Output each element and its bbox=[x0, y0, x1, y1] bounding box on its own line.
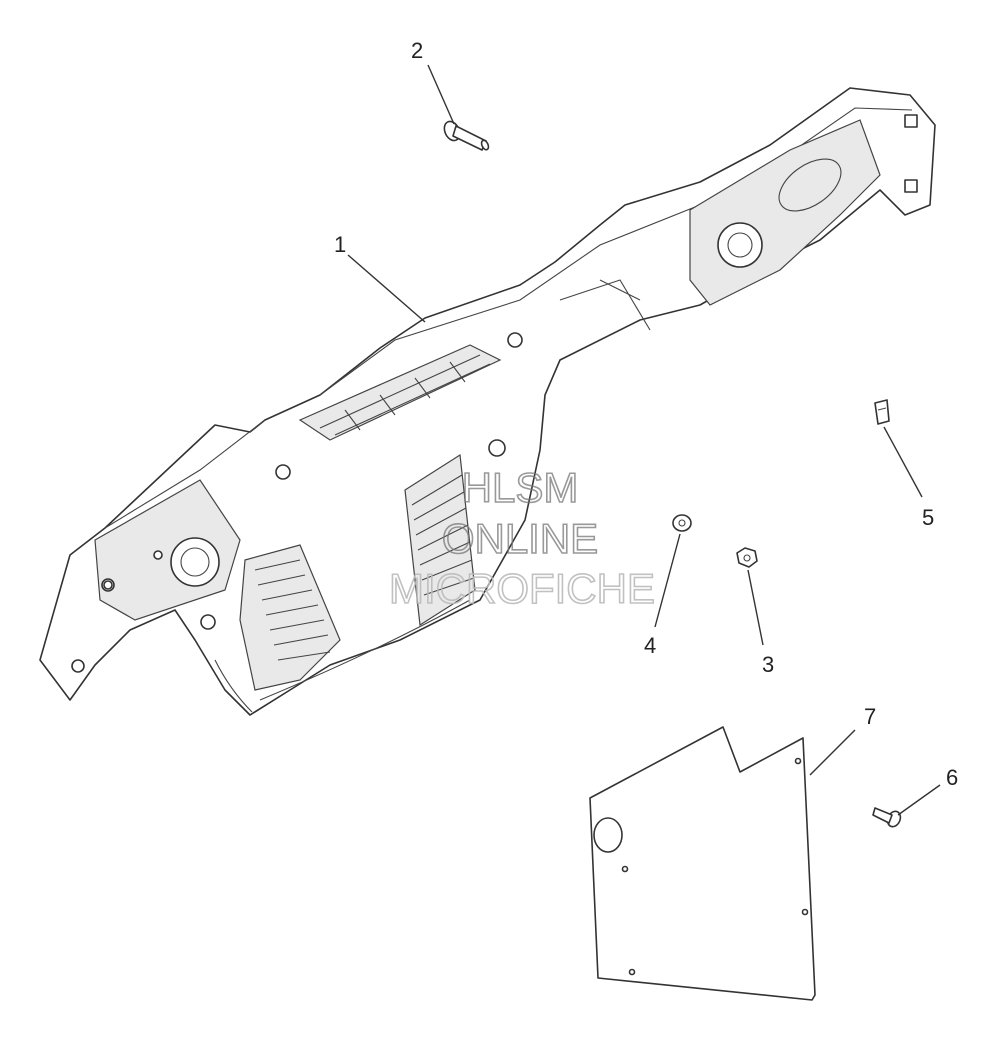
callout-2: 2 bbox=[411, 38, 423, 63]
watermark-line-3: MICROFICHE bbox=[389, 565, 655, 612]
leader-lines bbox=[347, 64, 941, 816]
leader-3 bbox=[747, 569, 764, 646]
callout-6: 6 bbox=[946, 765, 958, 790]
leader-6 bbox=[897, 784, 941, 816]
callouts: 1 2 3 4 5 6 7 bbox=[334, 38, 958, 790]
part-1-main-housing bbox=[39, 87, 936, 716]
part-7-cover-panel bbox=[589, 726, 816, 1001]
part-4-washer bbox=[672, 514, 692, 532]
part-2-bolt bbox=[443, 120, 490, 151]
part-6-screw bbox=[872, 807, 902, 828]
callout-3: 3 bbox=[762, 652, 774, 677]
watermark-line-1: HLSM bbox=[462, 464, 579, 511]
leader-2 bbox=[427, 64, 455, 125]
leader-4 bbox=[654, 533, 681, 628]
watermark: HLSM ONLINE MICROFICHE bbox=[388, 463, 656, 613]
callout-7: 7 bbox=[864, 704, 876, 729]
callout-1: 1 bbox=[334, 232, 346, 257]
leader-7 bbox=[809, 729, 856, 776]
callout-4: 4 bbox=[644, 633, 656, 658]
watermark-line-2: ONLINE bbox=[442, 515, 598, 562]
leader-5 bbox=[883, 426, 923, 498]
part-3-nut bbox=[736, 547, 758, 568]
leader-1 bbox=[347, 254, 426, 323]
callout-5: 5 bbox=[922, 505, 934, 530]
part-5-clip bbox=[874, 399, 890, 425]
